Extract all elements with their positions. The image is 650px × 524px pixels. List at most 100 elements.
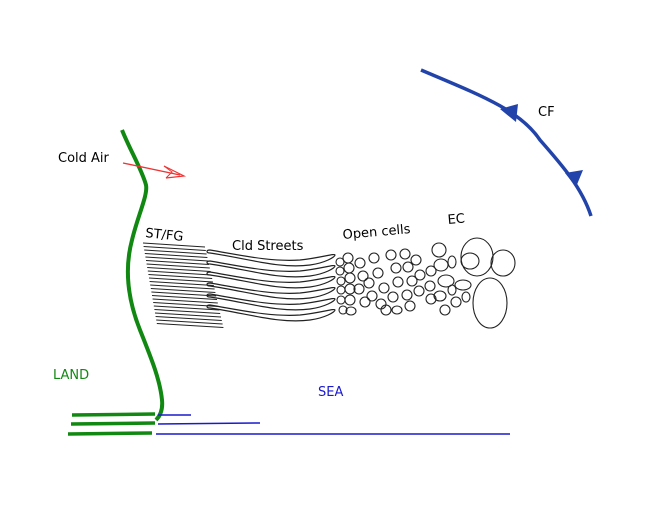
cloud-cell	[424, 280, 436, 292]
stratus-line	[148, 274, 213, 279]
cloud-street	[206, 293, 336, 311]
cloud-cell	[392, 276, 404, 288]
cloud-cell	[447, 255, 457, 269]
stratus-line	[147, 267, 211, 272]
cloud-cell	[399, 248, 411, 260]
cloud-street	[206, 282, 336, 300]
stratus-line	[150, 284, 215, 290]
cloud-cell	[336, 285, 346, 295]
land-lines	[67, 412, 156, 436]
cloud-cell	[336, 276, 346, 286]
cloud-cell	[472, 277, 508, 329]
cloud-cell	[353, 283, 365, 295]
cold-air-label: Cold Air	[58, 151, 110, 166]
cloud-cell	[450, 296, 462, 308]
cloud-street	[206, 304, 336, 322]
cloud-cell	[431, 242, 447, 258]
cloud-cell	[414, 269, 426, 281]
cloud-cell	[380, 304, 392, 316]
cloud-cell	[342, 252, 354, 264]
stratus-line	[148, 277, 214, 283]
coastline	[120, 129, 165, 422]
cloud-cell	[385, 249, 397, 261]
stratus-line	[152, 298, 218, 304]
cloud-cell	[335, 257, 345, 267]
cloud-cell	[425, 293, 437, 305]
stratus-line	[143, 246, 206, 251]
cloud-cell	[439, 304, 451, 316]
cloud-cell	[344, 294, 356, 306]
stratus-line	[155, 316, 222, 321]
stratus-fog-lines	[142, 242, 224, 328]
stratus-line	[149, 281, 214, 286]
cloud-cell	[335, 266, 345, 276]
cold-air-arrow	[122, 162, 187, 179]
cloud-cell	[363, 277, 375, 289]
cloud-cell	[372, 267, 384, 279]
stratus-line	[151, 295, 218, 300]
cloud-cell	[368, 252, 380, 264]
cloud-cell	[375, 298, 387, 310]
cloud-cell	[344, 272, 356, 284]
stratus-line	[147, 270, 212, 276]
sea-label: SEA	[318, 385, 343, 400]
cloud-cell	[344, 283, 356, 295]
cloud-cell	[461, 291, 471, 303]
cloud-cell	[343, 262, 355, 274]
stratus-line	[145, 256, 209, 262]
stratus-line	[151, 291, 217, 297]
cold-front	[420, 68, 593, 217]
cloud-streets	[206, 249, 336, 322]
cloud-cell	[366, 290, 378, 302]
cloud-cell	[425, 265, 437, 277]
cold-front-label: CF	[538, 105, 555, 120]
cloud-cell	[338, 305, 348, 315]
cold-front-line	[420, 68, 593, 217]
cold-front-triangle-2	[565, 170, 583, 187]
stratus-line	[146, 263, 210, 269]
stratus-line	[142, 242, 206, 248]
cloud-streets-label: Cld Streets	[232, 239, 304, 254]
ec-label: EC	[447, 212, 466, 228]
cloud-street	[206, 249, 336, 267]
cloud-cell	[460, 237, 494, 277]
cloud-cell	[390, 262, 402, 274]
cloud-cell	[357, 270, 369, 282]
cloud-cell	[413, 285, 425, 297]
stratus-line	[145, 260, 210, 265]
cloud-cell	[490, 249, 516, 277]
cloud-cell	[433, 290, 447, 302]
stratus-line	[144, 249, 207, 255]
cloud-cell	[387, 291, 399, 303]
cloud-cell	[378, 282, 390, 294]
cloud-cell	[406, 275, 418, 287]
cloud-street	[206, 260, 336, 278]
cloud-cell	[391, 305, 403, 315]
cloud-cell	[454, 279, 472, 291]
cloud-cell	[447, 284, 457, 296]
cloud-cell	[433, 258, 449, 272]
cloud-cell	[404, 300, 416, 312]
stratus-line	[154, 312, 222, 318]
land-label: LAND	[53, 368, 89, 383]
cold-front-triangle-1	[500, 104, 518, 122]
cloud-cell	[336, 295, 346, 305]
stratus-line	[150, 288, 216, 293]
cloud-cell	[345, 306, 357, 316]
open-cells	[335, 237, 516, 329]
cloud-cell	[437, 274, 455, 288]
cloud-cell	[354, 257, 366, 269]
cloud-cell	[410, 254, 422, 266]
cloud-street	[206, 271, 336, 289]
cloud-cell	[401, 289, 413, 301]
cloud-cell	[359, 296, 371, 308]
stratus-line	[156, 323, 224, 328]
stratus-line	[153, 305, 220, 311]
sea-lines	[156, 414, 510, 435]
stratus-line	[154, 309, 221, 314]
stratus-line	[144, 253, 208, 258]
stratus-fog-label: ST/FG	[145, 226, 184, 245]
stratus-line	[156, 319, 223, 325]
cloud-cell	[402, 261, 414, 273]
